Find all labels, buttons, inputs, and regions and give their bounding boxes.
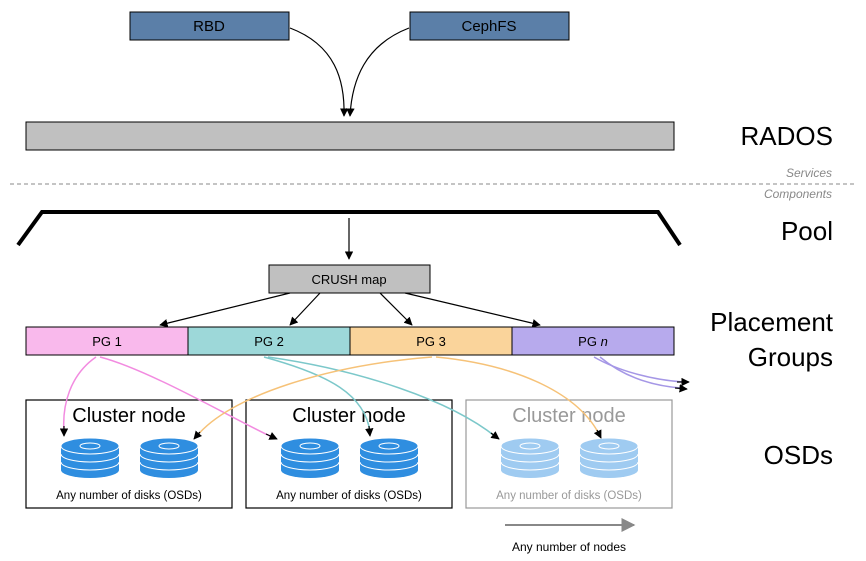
pg-n-label: PG n	[578, 334, 608, 349]
osds-label: OSDs	[764, 440, 833, 470]
pg1-to-osd-curve	[62, 356, 97, 433]
pgn-curve-2	[599, 356, 682, 389]
cluster-node-3: Cluster node Any number of disks (OSDs)	[465, 399, 673, 509]
cluster-node-2-caption: Any number of disks (OSDs)	[276, 490, 422, 502]
rados-label: RADOS	[741, 121, 833, 151]
pg1-osd2-arrowhead	[265, 432, 278, 440]
services-label: Services	[786, 166, 832, 180]
rbd-label: RBD	[193, 18, 225, 35]
pg3-osd3-arrowhead	[593, 429, 602, 439]
disk-stack-icon	[60, 437, 120, 479]
rbd-to-rados-arrow	[289, 27, 349, 117]
cephfs-service-box: CephFS	[409, 11, 570, 41]
components-label: Components	[764, 187, 832, 201]
pg2-osd-arrowhead	[365, 425, 374, 437]
pg-3-box: PG 3	[349, 326, 513, 356]
crush-to-pg2-arrow	[289, 292, 321, 326]
pgn-arrowhead-2	[674, 384, 688, 393]
pgn-curve-1	[593, 356, 684, 383]
disk-stack-icon	[359, 437, 419, 479]
placement-label-line1: Placement	[710, 307, 834, 337]
crush-to-pg1-arrow	[159, 292, 291, 328]
nodes-caption: Any number of nodes	[512, 540, 626, 554]
disk-stack-icon	[139, 437, 199, 479]
pg2-to-osd3-curve	[267, 356, 497, 438]
pg2-to-osd-curve	[263, 356, 371, 433]
pg-3-label: PG 3	[416, 334, 446, 349]
crush-map-label: CRUSH map	[311, 272, 386, 287]
pg3-to-osd-curve	[195, 356, 433, 438]
crush-to-pgn-arrow	[404, 292, 541, 328]
cluster-node-3-caption: Any number of disks (OSDs)	[496, 490, 642, 502]
pg3-osd-arrowhead	[193, 430, 203, 440]
pool-label: Pool	[781, 216, 833, 246]
cluster-node-2-title: Cluster node	[292, 405, 405, 427]
cephfs-label: CephFS	[461, 18, 516, 35]
disk-stack-icon	[280, 437, 340, 479]
pg-n-box: PG n	[511, 326, 675, 356]
placement-label-line2: Groups	[748, 342, 833, 372]
cluster-node-2: Cluster node Any number of disks (OSDs)	[245, 399, 453, 509]
pool-bracket	[16, 210, 682, 247]
disk-stack-icon	[500, 437, 560, 479]
rados-bar	[25, 121, 675, 151]
rbd-service-box: RBD	[129, 11, 290, 41]
cephfs-to-rados-arrow	[346, 27, 410, 117]
pg2-osd3-arrowhead	[490, 431, 500, 440]
cluster-node-1: Cluster node Any number of disks (OSDs)	[25, 399, 233, 509]
cluster-node-3-title: Cluster node	[512, 405, 625, 427]
pg1-to-osd2-curve	[99, 356, 273, 438]
crush-map-box	[268, 264, 431, 294]
cluster-node-1-title: Cluster node	[72, 405, 185, 427]
disk-stack-icon	[579, 437, 639, 479]
pg3-to-osd3-curve	[435, 356, 601, 437]
pg-1-label: PG 1	[92, 334, 122, 349]
crush-to-pg3-arrow	[379, 292, 413, 326]
cluster-node-1-caption: Any number of disks (OSDs)	[56, 490, 202, 502]
pg-2-label: PG 2	[254, 334, 284, 349]
pg-2-box: PG 2	[187, 326, 351, 356]
pg-1-box: PG 1	[25, 326, 189, 356]
